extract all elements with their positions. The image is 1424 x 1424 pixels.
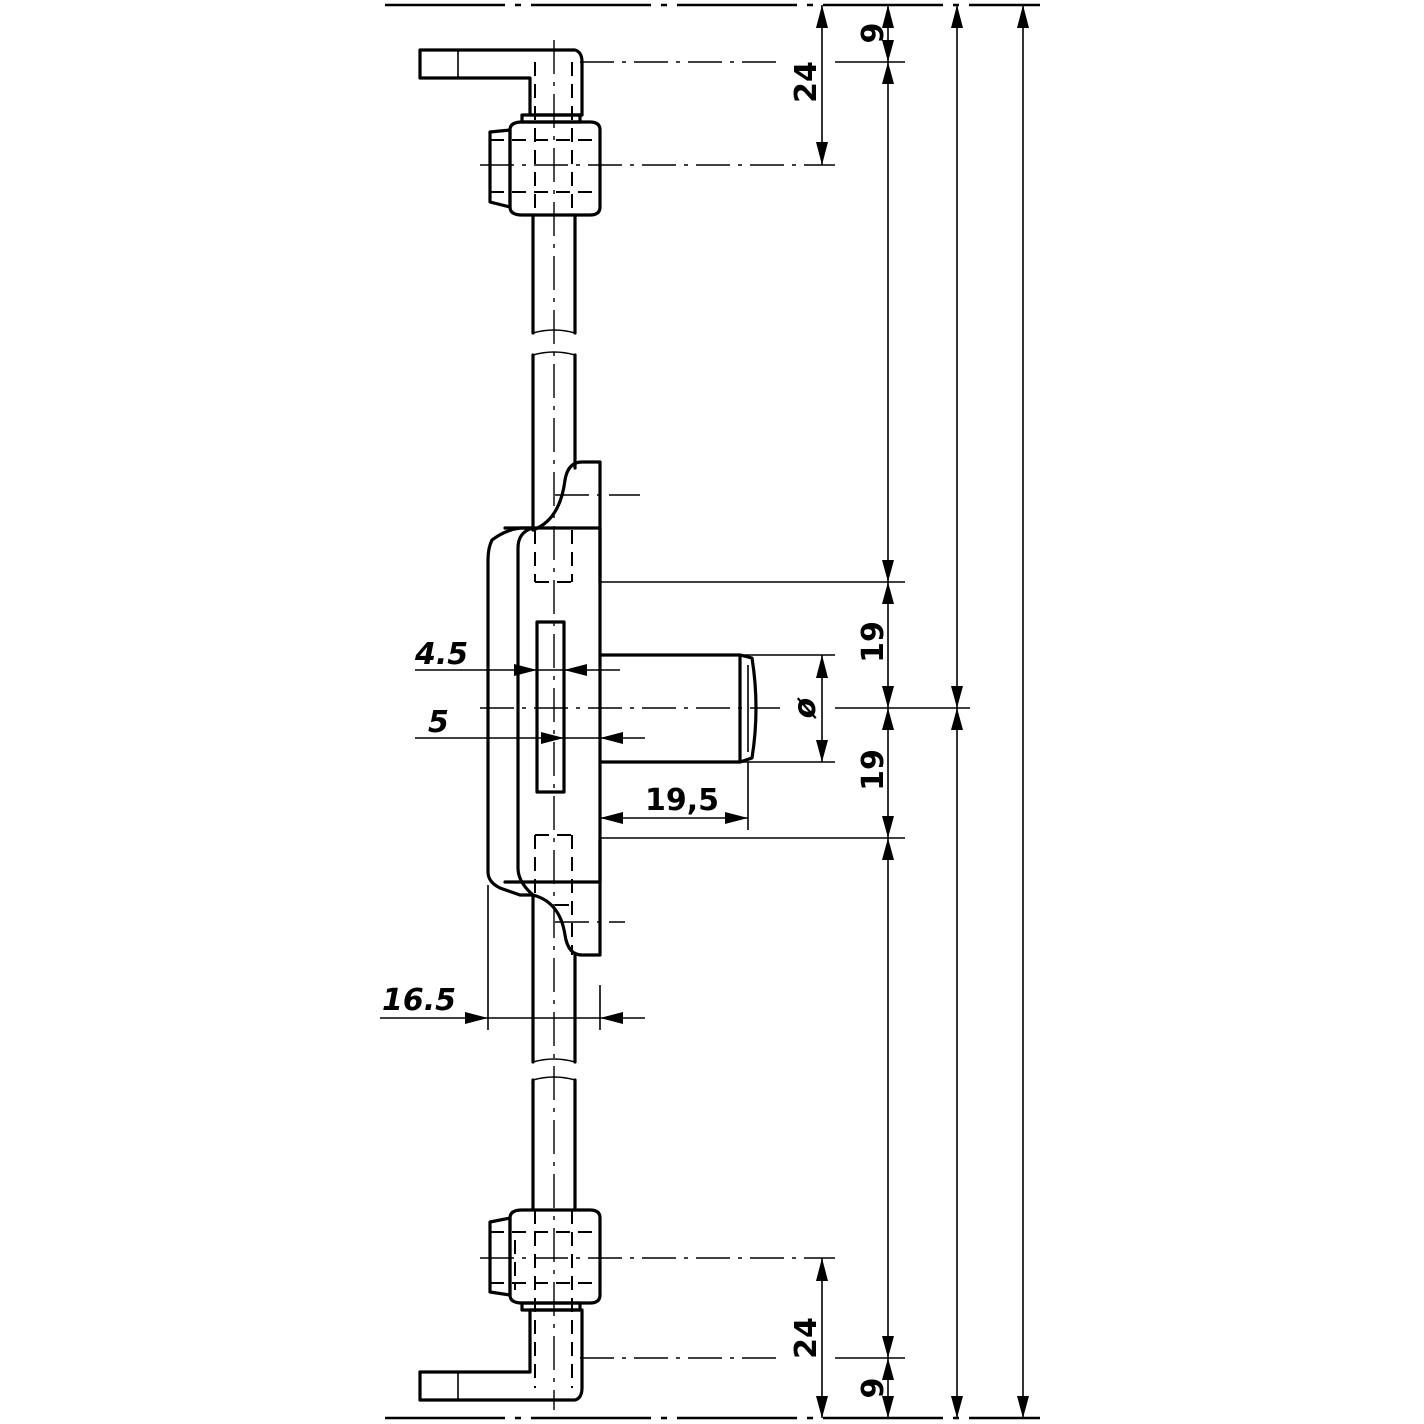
dim-body-depth: 16.5: [382, 983, 456, 1018]
dim-lower-half: 19: [856, 749, 891, 791]
dim-bolt-length: 19,5: [645, 783, 719, 818]
horizontal-dimension-lines: [380, 664, 748, 1024]
upper-rod-end: [418, 48, 835, 335]
lower-rod-end: [418, 1208, 835, 1402]
dim-slot-depth: 5: [428, 705, 449, 740]
extension-lines: [487, 61, 970, 1359]
dim-top-end: 9: [856, 23, 891, 44]
dim-diameter: ø: [788, 697, 823, 719]
key-slot: [535, 620, 566, 794]
dim-top-offset: 24: [789, 61, 824, 103]
dimension-arrows: [816, 5, 1029, 1418]
lower-rod: [531, 893, 577, 1212]
dim-bottom-end: 9: [856, 1378, 891, 1399]
dim-upper-half: 19: [856, 621, 891, 663]
dim-slot-width: 4.5: [414, 637, 468, 672]
lock-body: [480, 460, 780, 957]
dim-bottom-offset: 24: [789, 1317, 824, 1359]
vertical-dimension-lines: [821, 5, 1024, 1418]
